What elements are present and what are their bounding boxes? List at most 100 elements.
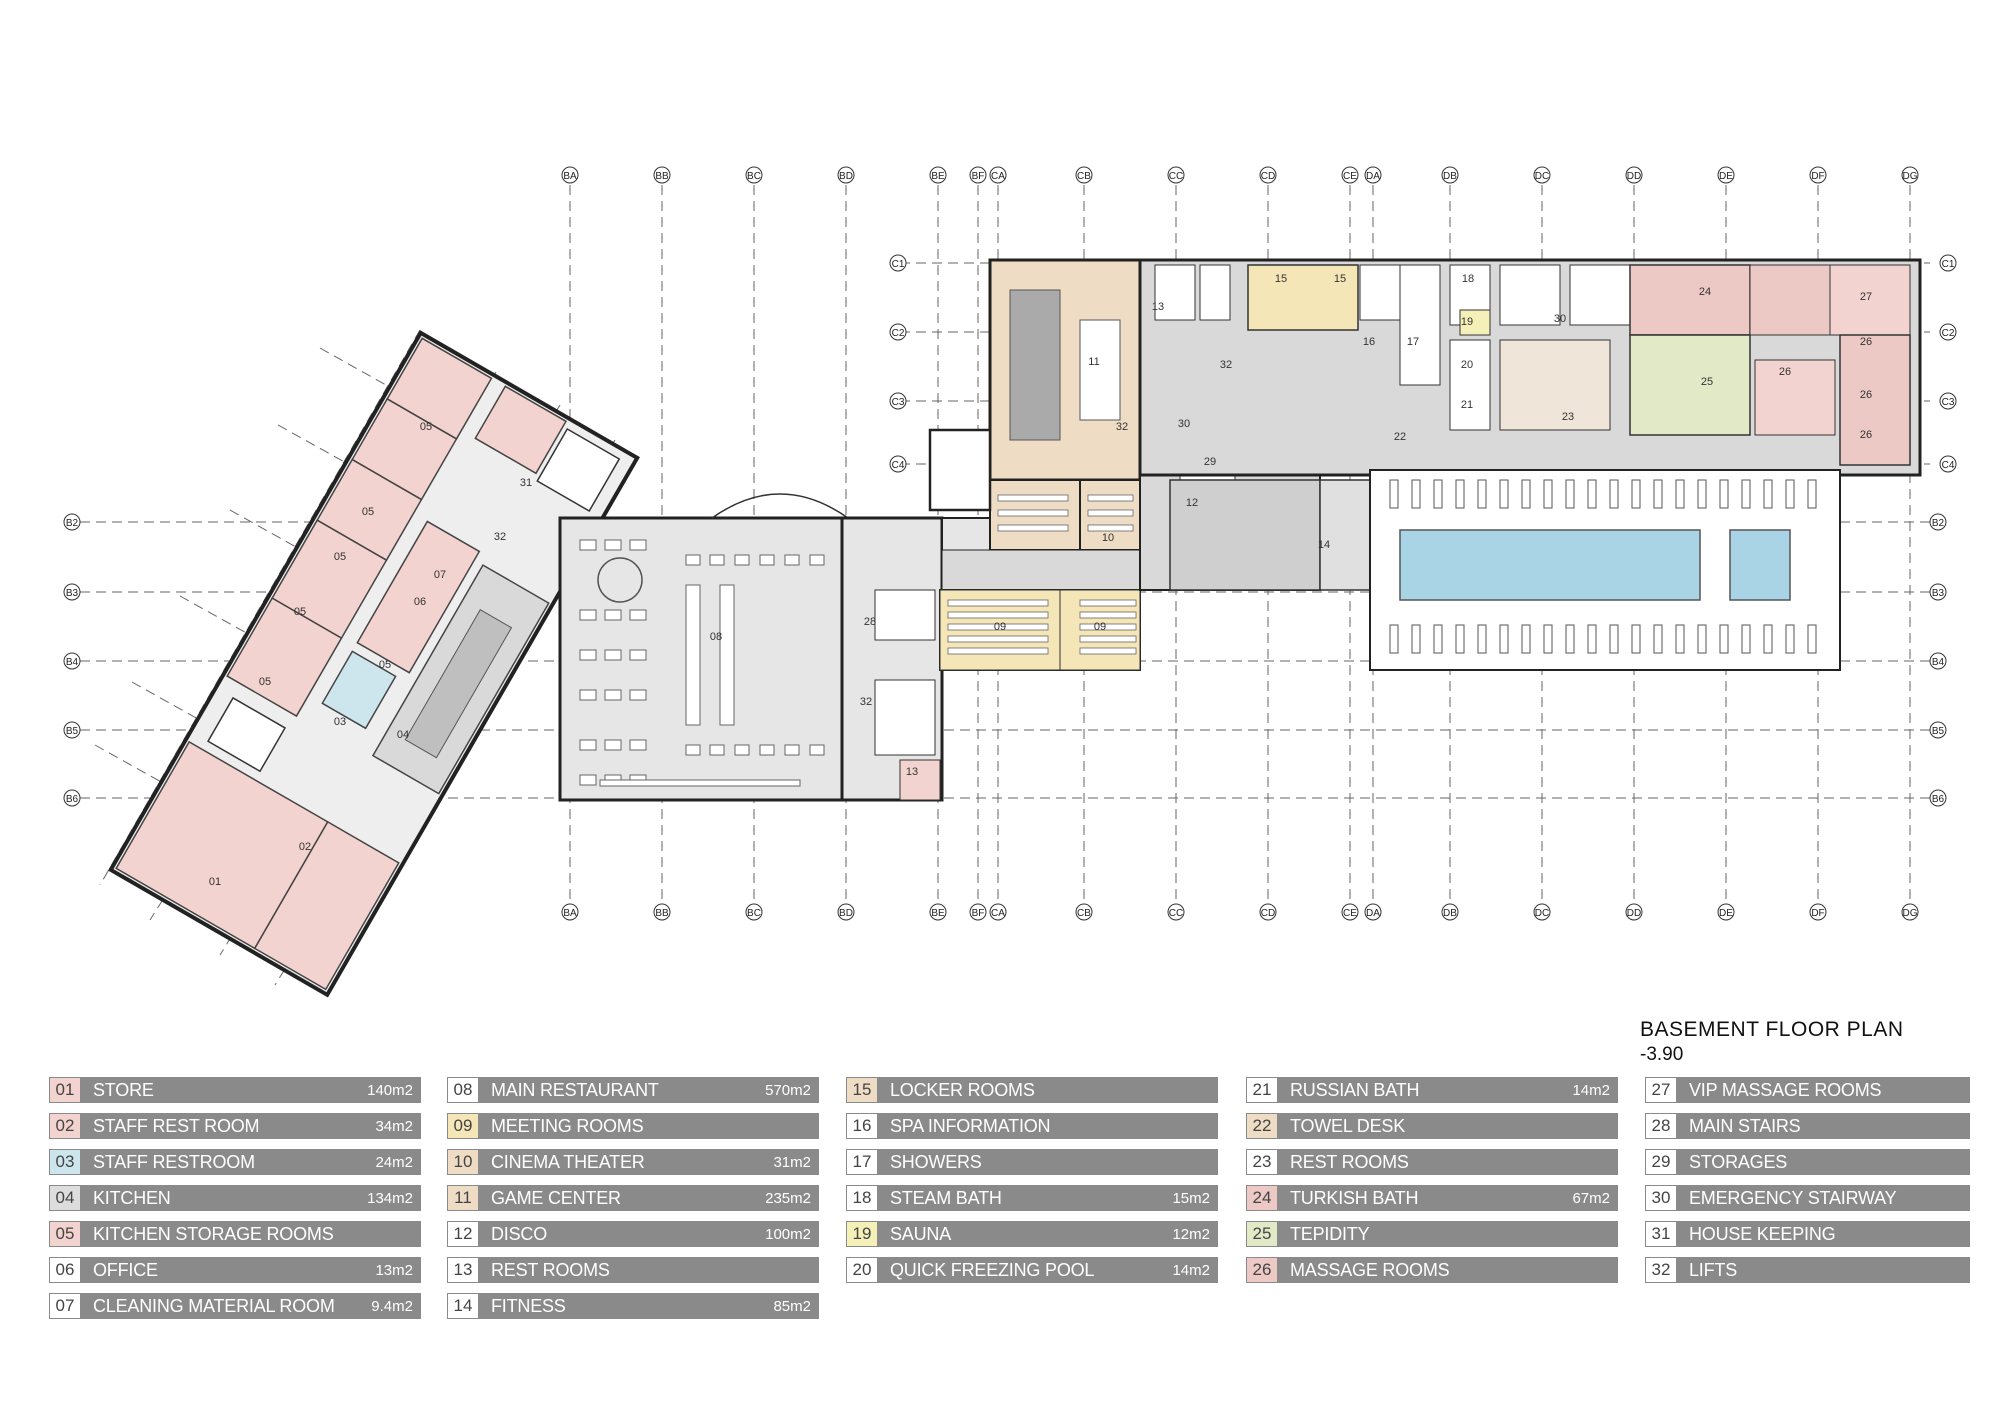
svg-text:01: 01: [209, 876, 221, 888]
legend-item-number: 14: [447, 1293, 479, 1319]
title-block: BASEMENT FLOOR PLAN -3.90: [1640, 1018, 1980, 1066]
svg-text:DF: DF: [1811, 908, 1824, 919]
svg-text:09: 09: [1094, 621, 1106, 633]
svg-text:BC: BC: [747, 908, 761, 919]
svg-text:25: 25: [1701, 376, 1713, 388]
svg-text:05: 05: [294, 606, 306, 618]
svg-text:CE: CE: [1343, 908, 1357, 919]
svg-text:DG: DG: [1903, 908, 1918, 919]
svg-text:C2: C2: [1942, 328, 1955, 339]
svg-text:B3: B3: [66, 588, 79, 599]
svg-text:B5: B5: [66, 726, 79, 737]
legend-item-number: 13: [447, 1257, 479, 1283]
svg-text:C1: C1: [892, 259, 905, 270]
svg-text:CE: CE: [1343, 171, 1357, 182]
svg-text:CA: CA: [991, 171, 1005, 182]
svg-text:13: 13: [906, 766, 918, 778]
legend-item-name: TEPIDITY: [1290, 1224, 1370, 1244]
legend-item-number: 21: [1246, 1077, 1278, 1103]
legend-item-number: 07: [49, 1293, 81, 1319]
svg-text:BB: BB: [655, 171, 669, 182]
spa-block: [1138, 258, 1922, 477]
legend-item-area: 100m2: [765, 1226, 811, 1243]
svg-text:06: 06: [414, 596, 426, 608]
svg-text:DF: DF: [1811, 171, 1824, 182]
svg-text:C1: C1: [1942, 259, 1955, 270]
legend-item-number: 26: [1246, 1257, 1278, 1283]
legend-item: 14 FITNESS 85m2: [447, 1293, 819, 1319]
svg-text:BD: BD: [839, 171, 853, 182]
legend-item-number: 16: [846, 1113, 878, 1139]
legend-item-name: CINEMA THEATER: [491, 1152, 645, 1172]
svg-text:05: 05: [420, 421, 432, 433]
legend-item-name: FITNESS: [491, 1296, 566, 1316]
left-wing: [107, 330, 640, 998]
legend-item-name: STEAM BATH: [890, 1188, 1002, 1208]
legend-item-number: 29: [1645, 1149, 1677, 1175]
svg-text:CB: CB: [1077, 908, 1091, 919]
svg-text:16: 16: [1363, 336, 1375, 348]
legend-item-name: TOWEL DESK: [1290, 1116, 1406, 1136]
plan-level: -3.90: [1640, 1044, 1684, 1065]
legend-item-name: MEETING ROOMS: [491, 1116, 644, 1136]
legend-item-name: MAIN STAIRS: [1689, 1116, 1801, 1136]
legend-item-name: HOUSE KEEPING: [1689, 1224, 1836, 1244]
legend-item-number: 19: [846, 1221, 878, 1247]
svg-text:07: 07: [434, 569, 446, 581]
svg-text:03: 03: [334, 716, 346, 728]
svg-text:14: 14: [1318, 539, 1330, 551]
svg-text:20: 20: [1461, 359, 1473, 371]
svg-text:CC: CC: [1169, 171, 1183, 182]
svg-text:B4: B4: [1932, 657, 1945, 668]
legend-item-area: 85m2: [773, 1298, 811, 1315]
svg-text:32: 32: [1116, 421, 1128, 433]
svg-text:05: 05: [379, 659, 391, 671]
legend-item-area: 140m2: [367, 1082, 413, 1099]
plan-title: BASEMENT FLOOR PLAN: [1640, 1018, 1904, 1041]
svg-text:30: 30: [1554, 313, 1566, 325]
svg-text:11: 11: [1088, 356, 1099, 368]
legend-item-number: 09: [447, 1113, 479, 1139]
svg-text:18: 18: [1462, 273, 1474, 285]
restaurant-tables: [579, 539, 825, 787]
svg-text:C3: C3: [1942, 397, 1955, 408]
room-number-tags: 01 02 03 04 05 05 05 05 05 05 06 07 08 0…: [209, 273, 1872, 888]
svg-text:B4: B4: [66, 657, 79, 668]
legend-item-area: 14m2: [1172, 1262, 1210, 1279]
svg-text:BF: BF: [972, 171, 985, 182]
legend-item-name: LIFTS: [1689, 1260, 1738, 1280]
svg-text:22: 22: [1394, 431, 1406, 443]
legend-item-number: 15: [846, 1077, 878, 1103]
grid-bubbles: [63, 166, 1957, 921]
legend-item-area: 34m2: [375, 1118, 413, 1135]
svg-text:30: 30: [1178, 418, 1190, 430]
svg-text:BE: BE: [931, 171, 945, 182]
svg-text:BA: BA: [563, 171, 577, 182]
legend-item-area: 24m2: [375, 1154, 413, 1171]
legend-item-number: 31: [1645, 1221, 1677, 1247]
svg-text:19: 19: [1461, 316, 1473, 328]
legend-item-number: 06: [49, 1257, 81, 1283]
svg-text:BA: BA: [563, 908, 577, 919]
legend-item-name: REST ROOMS: [1290, 1152, 1409, 1172]
legend-item-name: TURKISH BATH: [1290, 1188, 1419, 1208]
svg-text:DD: DD: [1627, 171, 1641, 182]
svg-text:CD: CD: [1261, 171, 1275, 182]
legend-item-area: 14m2: [1572, 1082, 1610, 1099]
svg-text:C4: C4: [892, 460, 905, 471]
legend-item-number: 32: [1645, 1257, 1677, 1283]
svg-text:27: 27: [1860, 291, 1872, 303]
svg-text:B5: B5: [1932, 726, 1945, 737]
